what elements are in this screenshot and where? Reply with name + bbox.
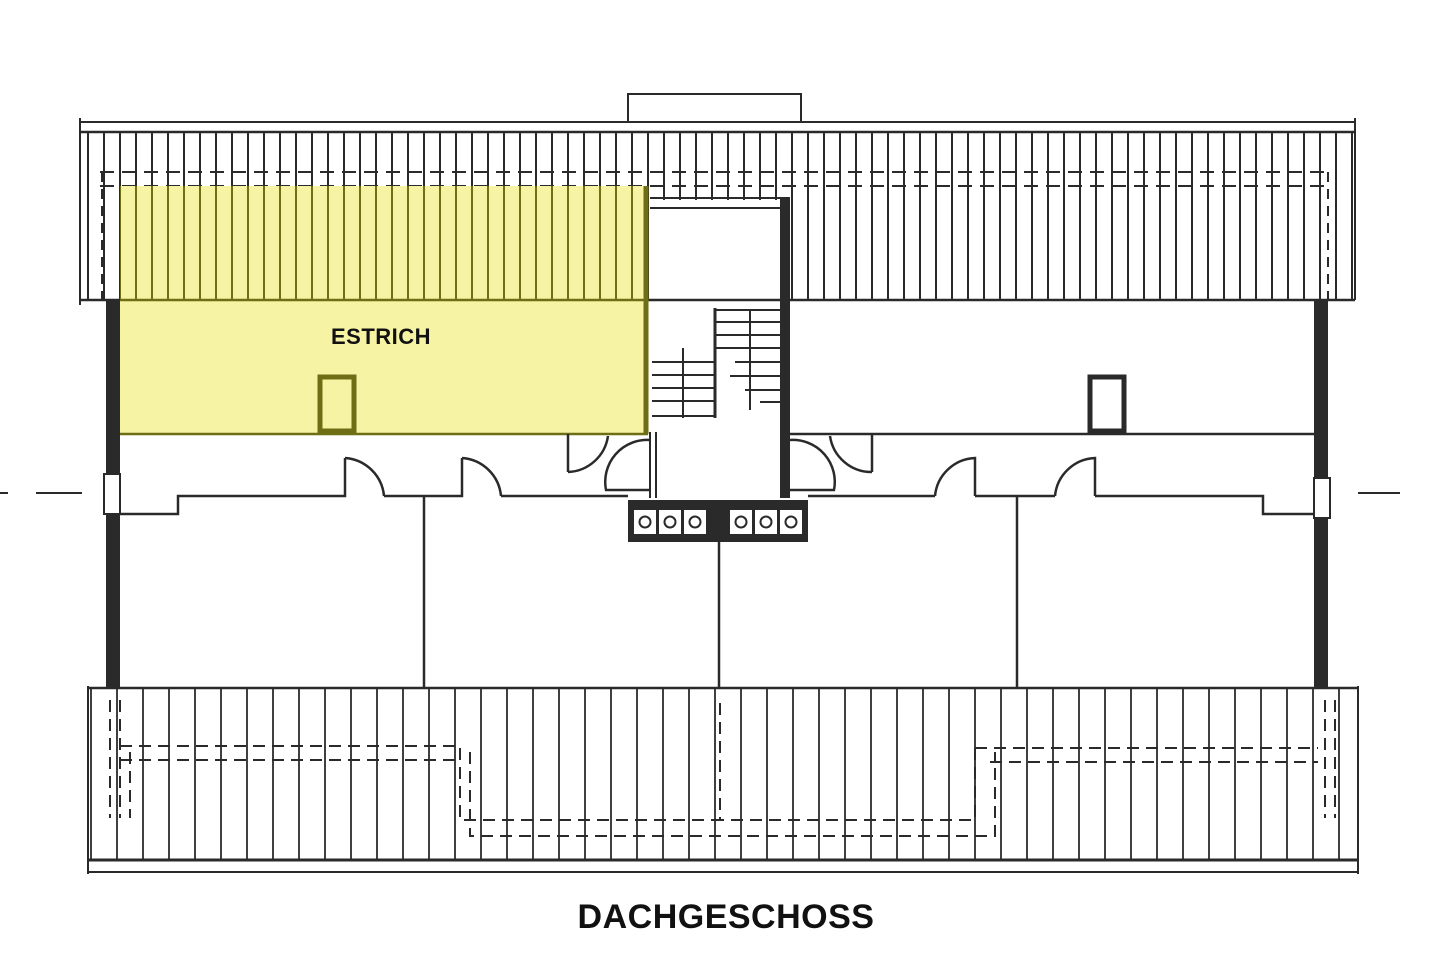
room-label-estrich: ESTRICH xyxy=(331,324,431,349)
lower-roof xyxy=(87,686,1359,874)
flue-icon xyxy=(688,515,702,529)
stair-hall xyxy=(604,197,836,498)
staircase xyxy=(652,308,780,418)
door-swing xyxy=(828,435,873,474)
door-swing-hall-right xyxy=(789,438,836,492)
door-swing xyxy=(933,456,977,497)
door-swing xyxy=(461,456,503,497)
flue-icon xyxy=(663,515,677,529)
window-left xyxy=(103,473,121,515)
flue-block xyxy=(628,500,808,542)
flue-icon xyxy=(759,515,773,529)
plan-title: DACHGESCHOSS xyxy=(578,898,875,936)
chimney-right xyxy=(1087,374,1127,434)
chimney-left xyxy=(317,374,357,434)
window-right xyxy=(1313,477,1331,519)
flue-icon xyxy=(638,515,652,529)
flue-icon xyxy=(784,515,798,529)
flue-icon xyxy=(734,515,748,529)
estrich-room: ESTRICH xyxy=(120,186,649,436)
door-swing xyxy=(1053,456,1097,497)
door-swing xyxy=(344,456,386,497)
door-swing-hall-left xyxy=(604,438,651,492)
right-attic xyxy=(790,374,1314,436)
ridge-chimney xyxy=(627,93,802,123)
door-swing xyxy=(567,435,610,474)
corridor-right xyxy=(717,434,1314,688)
corridor-left xyxy=(120,434,628,688)
